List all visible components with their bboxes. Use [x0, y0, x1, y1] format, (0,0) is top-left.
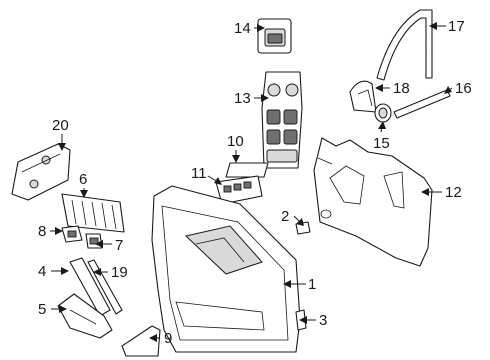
callout-2: 2: [281, 208, 289, 225]
part-14-switch: [257, 18, 292, 54]
callout-14: 14: [234, 20, 251, 37]
callout-19: 19: [111, 264, 128, 281]
part-15-tweeter: [374, 103, 392, 123]
part-4-trim-strip: [69, 257, 111, 317]
callout-5: 5: [38, 301, 46, 318]
part-17-glass-run-channel: [376, 9, 433, 81]
part-11-switch-strip: [215, 175, 263, 205]
callout-9: 9: [164, 330, 172, 347]
part-9-pocket-trim: [121, 325, 161, 357]
callout-6: 6: [79, 171, 87, 188]
part-20-panel-bracket: [11, 143, 71, 201]
part-6-speaker-grille: [61, 193, 125, 233]
callout-1: 1: [308, 276, 316, 293]
part-16-belt-moulding: [393, 89, 451, 119]
callout-7: 7: [115, 237, 123, 254]
callout-labels: 1 2 3 4 5 6 7 8 9 10 11 12 13 14 15 16 1…: [38, 18, 472, 347]
part-1-door-trim-panel: [151, 185, 301, 353]
part-8-clip: [61, 225, 83, 243]
callout-10: 10: [227, 133, 244, 150]
part-13-window-switch-panel: [261, 71, 303, 169]
callout-8: 8: [38, 223, 46, 240]
callout-18: 18: [393, 80, 410, 97]
callout-3: 3: [319, 312, 327, 329]
callout-13: 13: [234, 90, 251, 107]
part-2-clip: [295, 221, 311, 235]
callout-16: 16: [455, 80, 472, 97]
part-10-handle-bezel: [225, 162, 269, 178]
callout-4: 4: [38, 263, 46, 280]
callout-11: 11: [191, 165, 207, 182]
part-18-mirror-bracket: [349, 80, 377, 113]
callout-15: 15: [373, 135, 390, 152]
callout-17: 17: [448, 18, 465, 35]
part-12-door-shield: [313, 137, 433, 267]
callout-20: 20: [52, 117, 69, 134]
part-5-armrest-trim: [57, 293, 113, 339]
leader-lines: [50, 22, 453, 342]
callout-12: 12: [445, 184, 462, 201]
